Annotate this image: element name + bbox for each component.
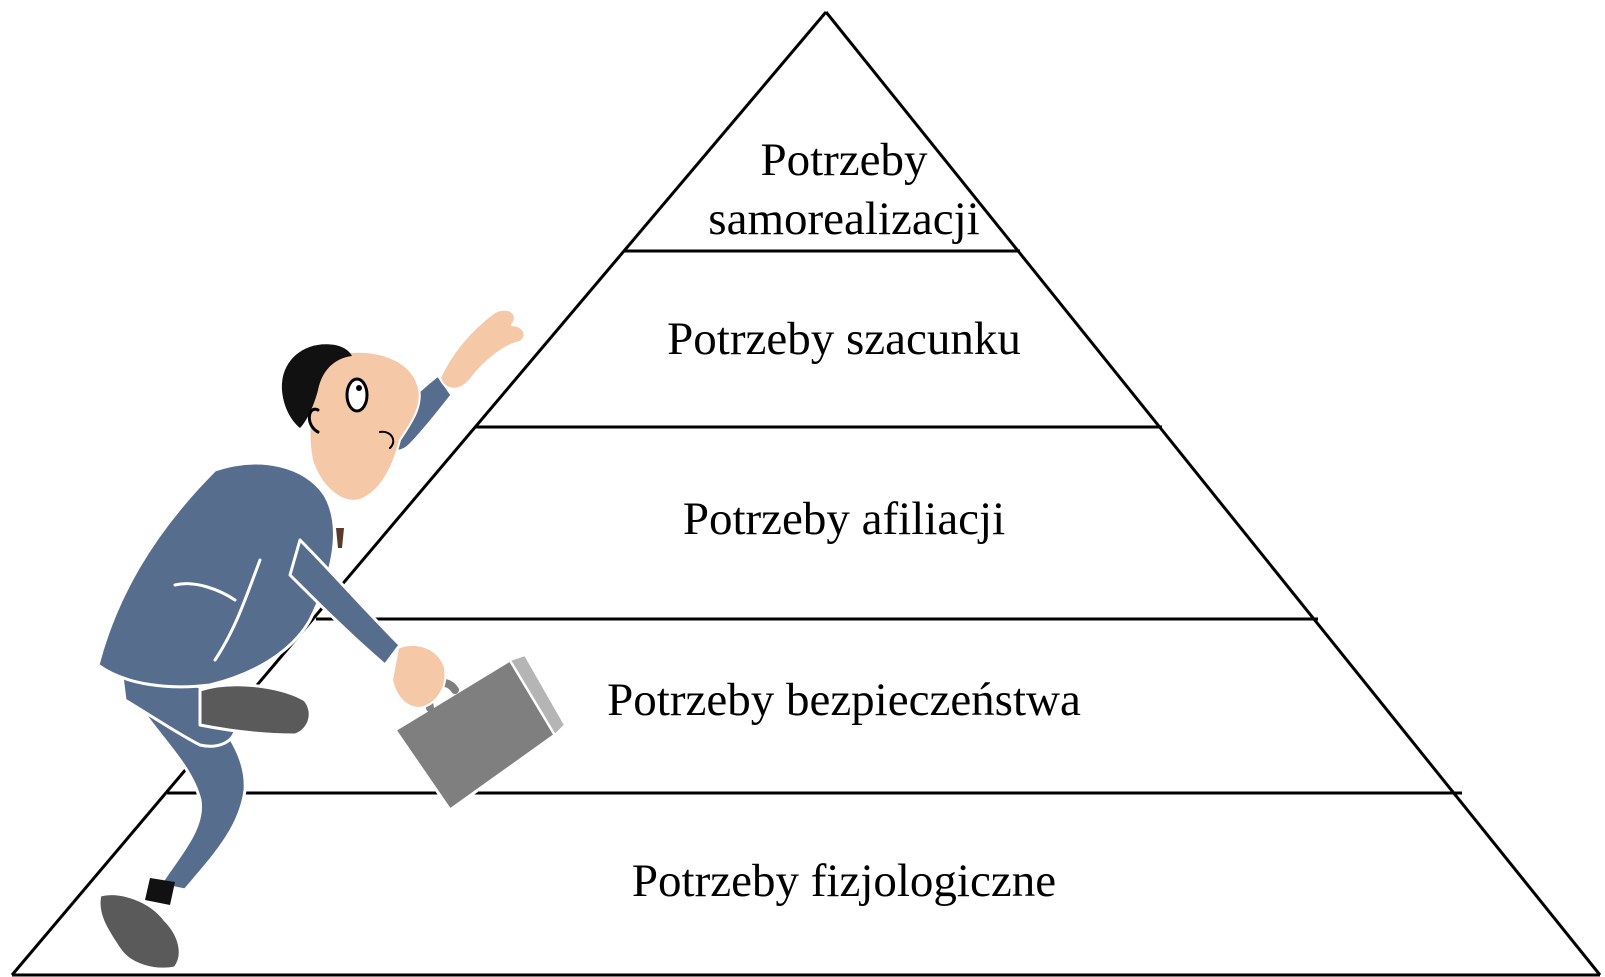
pupil — [356, 385, 362, 391]
level-1-label: Potrzeby fizjologiczne — [632, 855, 1056, 907]
back-shoe-icon — [97, 892, 182, 971]
level-5-label-line-1: Potrzeby — [760, 134, 928, 186]
lower-arm — [288, 538, 402, 667]
hair — [281, 344, 352, 428]
mouth — [379, 430, 395, 449]
pyramid — [10, 11, 1602, 977]
level-3-label: Potrzeby afiliacji — [683, 493, 1005, 545]
lower-hand — [391, 643, 447, 709]
pyramid-labels: Potrzeby samorealizacji Potrzeby szacunk… — [607, 134, 1081, 907]
level-2-label: Potrzeby bezpieczeństwa — [607, 674, 1081, 726]
jacket-fold-2 — [173, 582, 237, 602]
level-4-label: Potrzeby szacunku — [667, 313, 1021, 365]
level-5-label-line-2: samorealizacji — [708, 193, 979, 245]
ear — [307, 407, 320, 434]
back-sock — [145, 878, 175, 905]
pyramid-right-edge — [824, 11, 1602, 976]
eye-icon — [345, 377, 369, 413]
pyramid-left-edge — [10, 11, 828, 976]
head — [308, 350, 421, 502]
jacket — [96, 461, 336, 689]
businessman-climbing-icon — [96, 308, 566, 971]
jacket-fold — [213, 558, 262, 662]
front-shoe-icon — [198, 683, 312, 737]
raised-hand — [439, 308, 526, 390]
tie — [336, 528, 344, 548]
